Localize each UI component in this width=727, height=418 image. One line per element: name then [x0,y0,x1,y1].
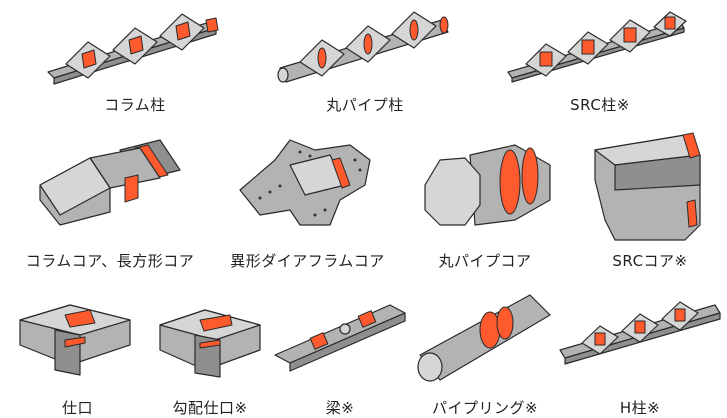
item-label: パイプリング※ [431,399,539,417]
item-column-core-rect: コラムコア、長方形コア [10,130,210,275]
h-column-illustration [559,301,721,365]
item-label: H柱※ [619,399,661,417]
src-core-illustration [594,132,701,241]
round-pipe-column-illustration [277,11,449,83]
item-label: 丸パイプ柱 [326,96,404,114]
item-round-pipe-core: 丸パイプコア [405,130,565,275]
item-label: 異形ダイアフラムコア [230,252,385,270]
item-label: 丸パイプコア [438,252,532,270]
pipe-ring-illustration [417,294,551,382]
item-sloped-joint: 勾配仕口※ [150,285,270,417]
src-column-illustration [507,11,687,83]
item-label: 勾配仕口※ [172,399,248,417]
item-column-src: SRC柱※ [500,10,700,120]
item-joint: 仕口 [10,285,145,417]
item-beam: 梁※ [270,285,410,417]
pipe-core-illustration [424,144,551,226]
item-pipe-ring: パイプリング※ [410,285,560,417]
joint-illustration [19,304,131,376]
item-column-square: コラム柱 [40,10,230,120]
item-label: SRCコア※ [612,252,688,270]
item-label: 梁※ [325,399,355,417]
item-irregular-diaphragm-core: 異形ダイアフラムコア [220,130,395,275]
item-src-core: SRCコア※ [575,130,725,275]
square-column-illustration [47,13,219,85]
item-label: SRC柱※ [570,96,630,114]
beam-illustration [274,304,406,372]
item-h-column: H柱※ [555,285,725,417]
item-label: 仕口 [61,399,93,417]
column-core-illustration [39,139,181,226]
sloped-joint-illustration [159,309,261,378]
item-label: コラムコア、長方形コア [25,252,195,270]
diaphragm-core-illustration [239,139,371,226]
item-label: コラム柱 [104,96,166,114]
item-column-round-pipe: 丸パイプ柱 [270,10,460,120]
